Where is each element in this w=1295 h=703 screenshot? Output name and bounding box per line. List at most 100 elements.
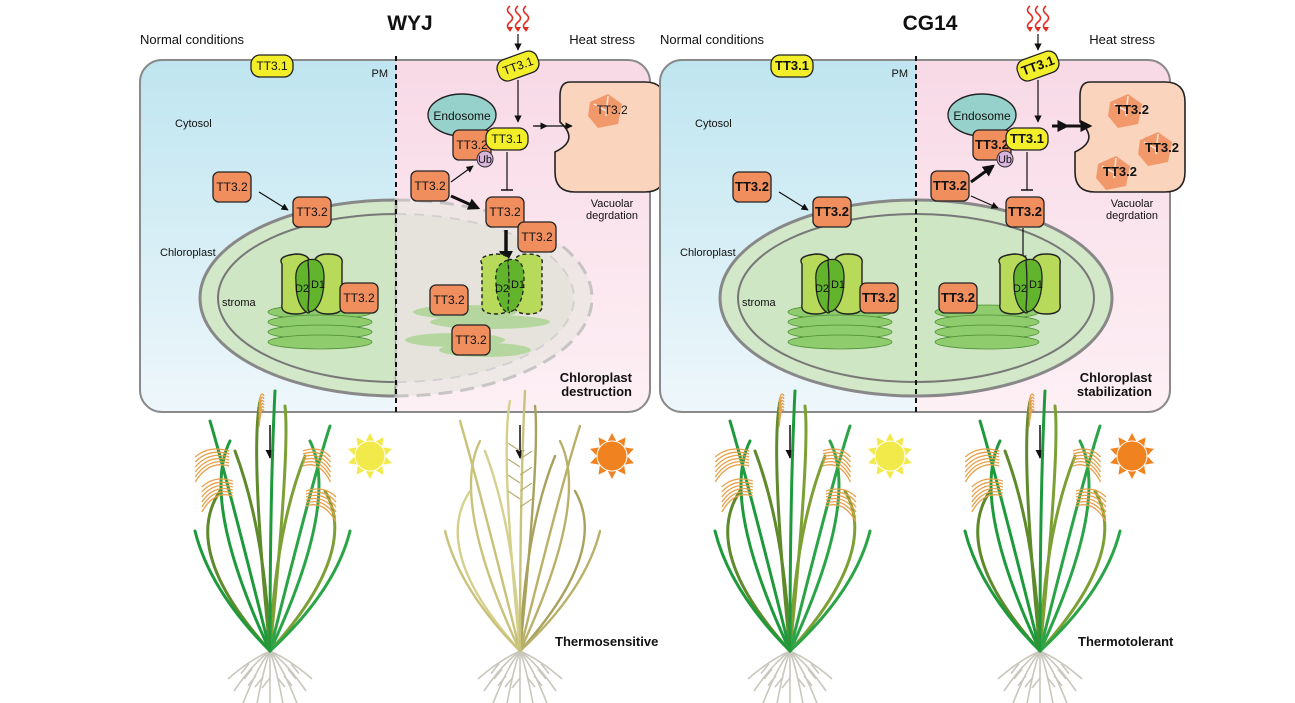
- leaf: [518, 404, 538, 653]
- leaf: [193, 529, 272, 653]
- leaf: [788, 454, 827, 653]
- root: [1026, 650, 1041, 703]
- grain-strand: [194, 451, 230, 463]
- tt32-box: [485, 196, 525, 228]
- grain-strand: [305, 497, 337, 513]
- roots: [997, 650, 1083, 703]
- panicle: [714, 448, 750, 483]
- leaf: [268, 424, 332, 653]
- vacuole-tt32-label: TT3.2: [596, 103, 628, 117]
- root-branch: [1031, 677, 1041, 689]
- grain-strand: [201, 494, 233, 513]
- tt32-box: [812, 196, 852, 228]
- root-branch: [533, 675, 543, 687]
- ub-label: Ub: [478, 154, 492, 166]
- panicle: [721, 478, 753, 513]
- leaf: [469, 439, 522, 653]
- root-branch: [493, 668, 503, 680]
- grain-strand: [1075, 494, 1107, 508]
- tt32-box: [859, 282, 899, 314]
- dry-grain: [507, 458, 521, 468]
- thylakoid: [267, 334, 373, 350]
- tt32-box: [429, 284, 469, 316]
- tt32-box: [517, 221, 557, 253]
- grain-strand: [1028, 393, 1035, 403]
- vacuole-tt32-label: TT3.2: [1115, 102, 1149, 117]
- grain-strand: [822, 448, 851, 458]
- tt31-label: TT3.1: [491, 132, 523, 146]
- degraded-tt32-3: [1096, 156, 1130, 190]
- tt32-box: [732, 171, 772, 203]
- healthy-rice-plant: [963, 389, 1122, 703]
- root: [269, 650, 298, 703]
- leaf: [753, 449, 792, 653]
- grain-strand: [714, 460, 750, 478]
- degradation-label: degrdation: [1106, 210, 1158, 222]
- heat-wave-tip: [523, 27, 529, 32]
- d1-label: D1: [511, 279, 525, 291]
- panicle: [825, 488, 857, 523]
- normal-conditions-label: Normal conditions: [140, 32, 245, 47]
- root: [1039, 650, 1068, 703]
- dry-grain: [507, 442, 521, 452]
- pm-label: PM: [372, 68, 389, 80]
- healthy-rice-plant: [713, 389, 872, 703]
- thylakoid: [934, 334, 1040, 350]
- d1-label: D1: [311, 279, 325, 291]
- root: [269, 650, 284, 703]
- chloroplast-import-arrow: [450, 194, 481, 210]
- tt32-cytosol-heat: TT3.2: [930, 170, 970, 202]
- tt32-cytosol-normal: TT3.2: [212, 171, 252, 203]
- tt32-label: TT3.2: [414, 179, 446, 193]
- tt31-box: [1016, 50, 1060, 82]
- tt32-label: TT3.2: [433, 293, 465, 307]
- grain-strand: [305, 491, 337, 503]
- root: [747, 650, 791, 680]
- tt32-label: TT3.2: [343, 291, 375, 305]
- leaf: [456, 489, 522, 653]
- tt31-box: [1005, 127, 1049, 151]
- grain-strand: [201, 484, 233, 498]
- grain-strand: [305, 504, 337, 523]
- tt31-membrane-normal: TT3.1: [770, 54, 814, 78]
- grain-strand: [721, 487, 753, 503]
- chloroplast-result-line2: stabilization: [1077, 384, 1152, 399]
- normal-sun-icon: [348, 433, 392, 479]
- sun-disc: [1116, 440, 1148, 472]
- root: [789, 650, 833, 680]
- cytosol-label: Cytosol: [695, 118, 732, 130]
- grain-strand: [194, 460, 230, 478]
- tt32-box: [930, 170, 970, 202]
- tt32-label: TT3.2: [862, 290, 896, 305]
- leaf: [1003, 449, 1042, 653]
- root: [269, 650, 313, 680]
- root: [233, 650, 271, 692]
- tt31-label: TT3.1: [256, 59, 288, 73]
- tt31-box: [496, 50, 540, 82]
- d2-subunit: [495, 259, 511, 314]
- panicle: [964, 448, 1000, 483]
- root: [519, 650, 534, 703]
- leaf: [518, 529, 602, 653]
- panicle: [971, 478, 1003, 513]
- grain-strand: [964, 460, 1000, 478]
- leaf: [233, 449, 272, 653]
- grain-strand: [971, 487, 1003, 503]
- d1-subunit: [507, 258, 525, 313]
- tt32-box: [451, 324, 491, 356]
- heat-wave: [1042, 5, 1050, 31]
- grain-strand: [305, 500, 337, 518]
- tt31-box: [485, 127, 529, 151]
- root-branch: [781, 677, 791, 689]
- root: [1039, 650, 1054, 703]
- panicle: [822, 448, 852, 483]
- chloroplast-label: Chloroplast: [680, 247, 736, 259]
- dry-grain: [519, 498, 533, 508]
- root-branch: [807, 668, 817, 680]
- root-branch: [1057, 668, 1067, 680]
- grain-strand: [822, 454, 852, 468]
- heat-wave-tip: [1043, 27, 1049, 32]
- grain-strand: [822, 460, 852, 478]
- root: [227, 650, 271, 680]
